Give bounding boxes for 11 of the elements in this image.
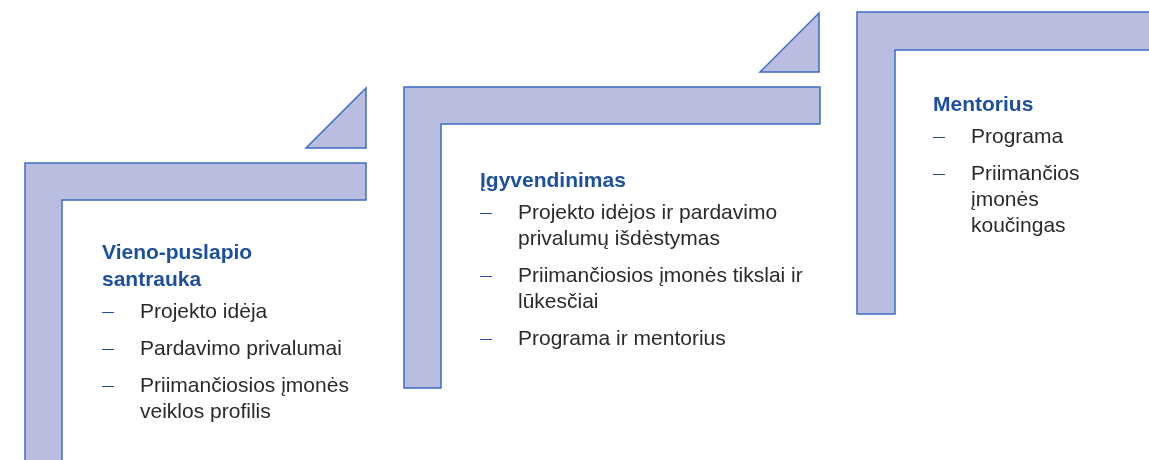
step-heading: Mentorius [933, 91, 1035, 117]
step-heading: Įgyvendinimas [480, 167, 627, 193]
list-item-text: Pardavimo privalumai [140, 335, 342, 361]
step-heading: Vieno-puslapio santrauka [102, 239, 254, 292]
list-item-text: Projekto idėjos ir pardavimo privalumų išdėstymas [518, 199, 779, 251]
list-item-text: Priimančiosios įmonės veiklos profilis [140, 372, 350, 424]
list-item-text: Programa [971, 123, 1064, 149]
list-item-text: Priimančios įmonės koučingas [971, 160, 1081, 238]
list-item-text: Priimančiosios įmonės tikslai ir lūkesčiai [518, 262, 804, 314]
list-item-text: Programa ir mentorius [518, 325, 726, 351]
list-item-text: Projekto idėja [140, 298, 268, 324]
